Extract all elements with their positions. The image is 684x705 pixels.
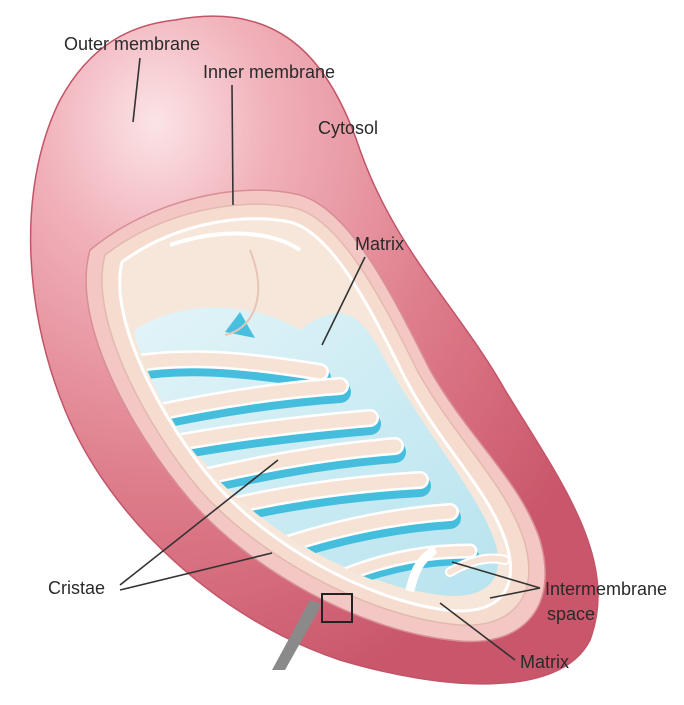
label-intermembrane: Intermembrane [545, 579, 667, 599]
label-cytosol: Cytosol [318, 118, 378, 138]
label-space: space [547, 604, 595, 624]
label-cristae: Cristae [48, 578, 105, 598]
label-outer-membrane: Outer membrane [64, 34, 200, 54]
label-inner-membrane: Inner membrane [203, 62, 335, 82]
label-matrix-top: Matrix [355, 234, 404, 254]
label-matrix-bottom: Matrix [520, 652, 569, 672]
